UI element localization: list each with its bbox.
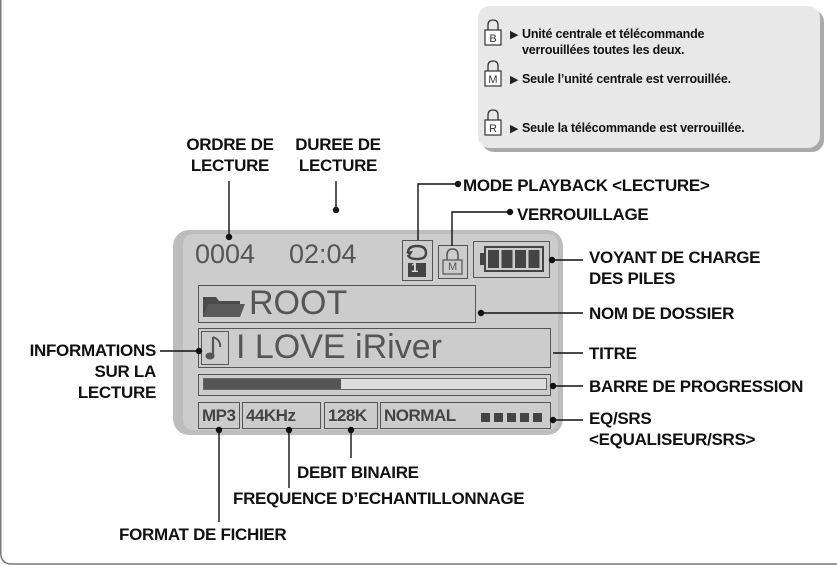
progress-track	[203, 378, 547, 390]
lock-icon	[442, 248, 463, 275]
eq-box: NORMAL	[380, 402, 551, 429]
progress-fill	[204, 379, 341, 389]
lcd-play-time: 02:04	[289, 239, 357, 269]
lock-legend: B ▶ Unité centrale et télécommande verro…	[478, 6, 820, 148]
label-frequence: FREQUENCE D’ECHANTILLONNAGE	[233, 489, 525, 508]
battery-bar	[501, 250, 513, 268]
label-ordre-de-lecture: ORDRE DE LECTURE	[186, 135, 274, 175]
folder-row	[198, 285, 476, 323]
arrow-right-icon: ▶	[510, 74, 519, 86]
music-note-icon	[205, 336, 222, 360]
info-box	[201, 331, 229, 365]
track-title: I LOVE iRiver	[236, 328, 442, 366]
svg-text:R: R	[489, 123, 497, 135]
svg-text:M: M	[488, 74, 497, 86]
arrow-right-icon: ▶	[510, 123, 519, 135]
legend-text: Seule l’unité centrale est verrouillée.	[522, 72, 731, 86]
lock-indicator: M	[438, 245, 468, 279]
label-nom-de-dossier: NOM DE DOSSIER	[589, 304, 735, 323]
label-voyant-de-charge: VOYANT DE CHARGE DES PILES	[589, 248, 761, 288]
svg-text:B: B	[489, 33, 496, 45]
label-titre: TITRE	[589, 344, 637, 363]
legend-text: Seule la télécommande est verrouillée.	[522, 121, 745, 135]
label-barre-de-progression: BARRE DE PROGRESSION	[589, 377, 804, 396]
battery-bar	[488, 250, 499, 268]
label-verrouillage: VERROUILLAGE	[517, 205, 649, 224]
lock-m-icon: M	[484, 60, 502, 87]
sample-rate-box: 44KHz	[242, 402, 321, 429]
lock-b-icon: B	[484, 19, 502, 46]
eq-level-icon	[481, 413, 542, 422]
battery-body	[484, 246, 544, 272]
lock-r-icon: R	[484, 109, 502, 136]
lcd-track-number: 0004	[195, 239, 256, 269]
label-duree-de-lecture: DUREE DE LECTURE	[295, 135, 381, 175]
arrow-right-icon: ▶	[510, 29, 519, 41]
battery-cap	[480, 253, 485, 265]
label-debit-binaire: DEBIT BINAIRE	[297, 463, 419, 482]
legend-text: Unité centrale et télécommande	[522, 27, 705, 41]
label-format-de-fichier: FORMAT DE FICHIER	[119, 525, 287, 544]
label-mode-playback: MODE PLAYBACK <LECTURE>	[463, 176, 710, 195]
battery-icon	[480, 246, 544, 272]
folder-name: ROOT	[249, 284, 348, 322]
lock-letter: M	[448, 261, 458, 273]
battery-bar	[515, 250, 526, 268]
legend-text: verrouillées toutes les deux.	[522, 43, 685, 57]
repeat-icon	[406, 244, 428, 277]
folder-icon	[203, 297, 245, 317]
label-informations-sur-la-lecture: INFORMATIONS SUR LA LECTURE	[29, 341, 157, 402]
eq-mode: NORMAL	[384, 406, 456, 425]
label-eq-srs: EQ/SRS <EQUALISEUR/SRS>	[589, 409, 756, 449]
repeat-mode-indicator: 1	[402, 240, 433, 281]
repeat-number: 1	[411, 260, 419, 275]
battery-bar	[528, 250, 540, 268]
